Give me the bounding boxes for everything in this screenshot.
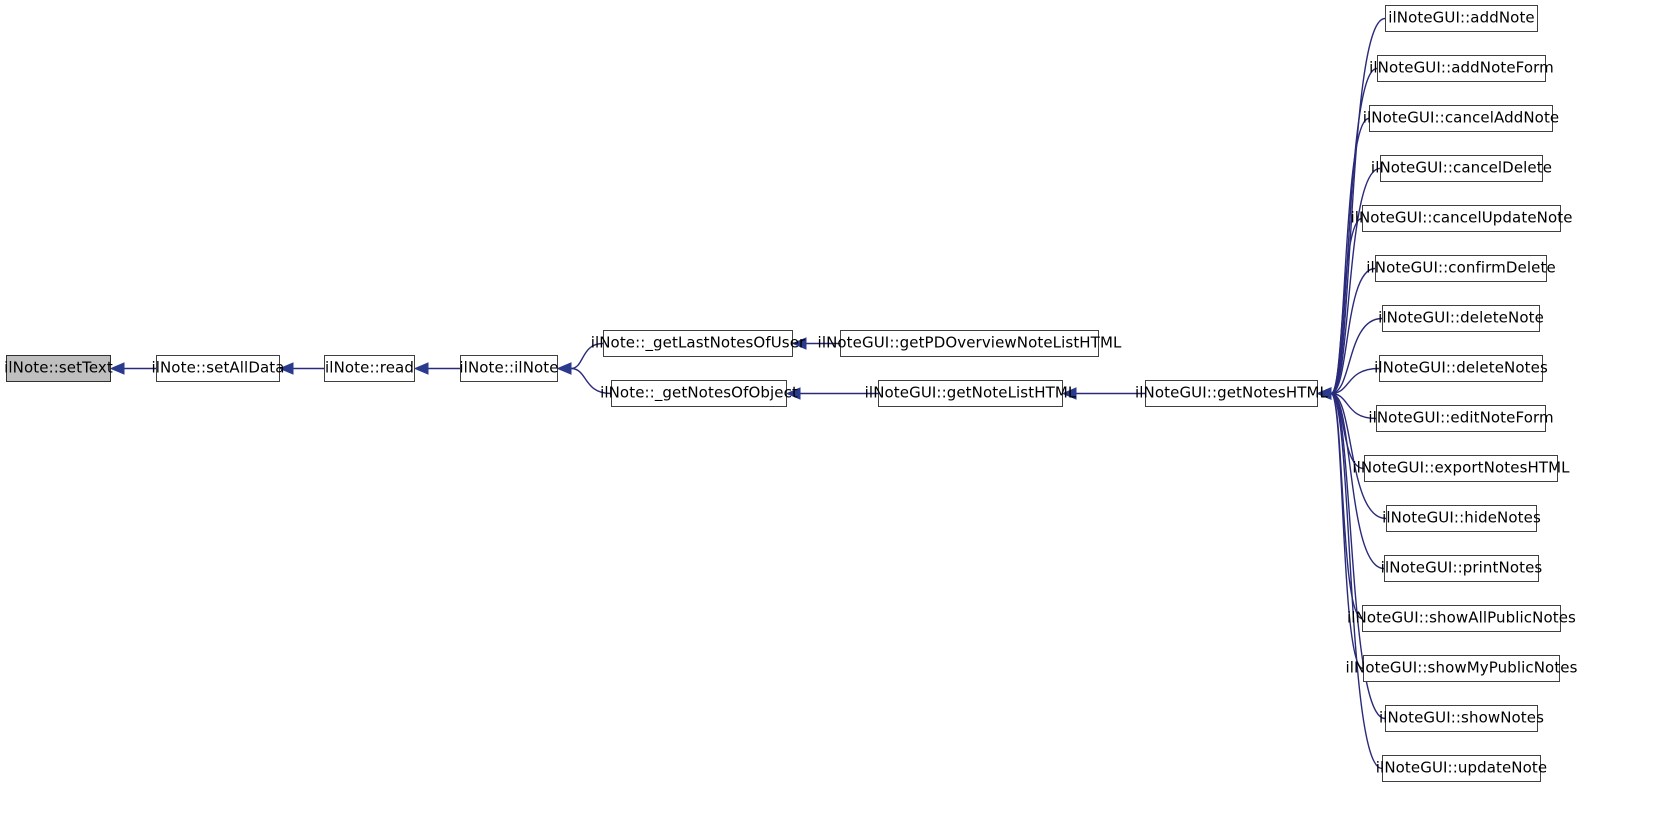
graph-node-label: ilNoteGUI::cancelDelete <box>1370 158 1553 177</box>
graph-node-label: ilNoteGUI::showNotes <box>1378 708 1545 727</box>
graph-node-label: ilNoteGUI::showMyPublicNotes <box>1345 658 1578 677</box>
graph-node-label: ilNote::read <box>325 358 414 377</box>
graph-node-exportNotesHTML[interactable]: ilNoteGUI::exportNotesHTML <box>1352 455 1570 482</box>
graph-node-addNoteForm[interactable]: ilNoteGUI::addNoteForm <box>1369 55 1554 82</box>
graph-node-showAllPublicNotes[interactable]: ilNoteGUI::showAllPublicNotes <box>1347 605 1576 632</box>
graph-node-addNote[interactable]: ilNoteGUI::addNote <box>1385 5 1538 32</box>
graph-node-label: ilNoteGUI::showAllPublicNotes <box>1347 608 1576 627</box>
graph-node-hideNotes[interactable]: ilNoteGUI::hideNotes <box>1382 505 1541 532</box>
graph-node-read[interactable]: ilNote::read <box>324 355 415 382</box>
graph-node-showNotes[interactable]: ilNoteGUI::showNotes <box>1379 705 1544 732</box>
graph-node-label: ilNote::_getLastNotesOfUser <box>590 333 806 352</box>
graph-node-label: ilNoteGUI::printNotes <box>1380 558 1543 577</box>
graph-node-label: ilNoteGUI::deleteNotes <box>1374 358 1548 377</box>
graph-node-setText[interactable]: ilNote::setText <box>4 355 113 382</box>
graph-node-label: ilNoteGUI::hideNotes <box>1382 508 1541 527</box>
graph-node-getPDOverviewNoteListHTML[interactable]: ilNoteGUI::getPDOverviewNoteListHTML <box>818 330 1121 357</box>
graph-node-label: ilNoteGUI::updateNote <box>1375 758 1548 777</box>
graph-node-label: ilNoteGUI::addNote <box>1388 8 1535 27</box>
graph-node-getNotesHTML[interactable]: ilNoteGUI::getNotesHTML <box>1135 380 1328 407</box>
graph-node-cancelDelete[interactable]: ilNoteGUI::cancelDelete <box>1371 155 1552 182</box>
graph-node-getNotesOfObject[interactable]: ilNote::_getNotesOfObject <box>600 380 798 407</box>
graph-node-getLastNotesOfUser[interactable]: ilNote::_getLastNotesOfUser <box>591 330 805 357</box>
graph-node-editNoteForm[interactable]: ilNoteGUI::editNoteForm <box>1368 405 1554 432</box>
graph-node-label: ilNoteGUI::cancelAddNote <box>1362 108 1560 127</box>
graph-node-deleteNotes[interactable]: ilNoteGUI::deleteNotes <box>1374 355 1548 382</box>
graph-node-label: ilNoteGUI::confirmDelete <box>1366 258 1556 277</box>
graph-node-showMyPublicNotes[interactable]: ilNoteGUI::showMyPublicNotes <box>1345 655 1577 682</box>
graph-node-label: ilNoteGUI::exportNotesHTML <box>1352 458 1570 477</box>
graph-edge-showAllPublicNotes-to-getNotesHTML <box>1316 387 1363 620</box>
graph-node-updateNote[interactable]: ilNoteGUI::updateNote <box>1376 755 1547 782</box>
graph-edge-confirmDelete-to-getNotesHTML <box>1316 267 1376 400</box>
graph-node-label: ilNoteGUI::deleteNote <box>1378 308 1544 327</box>
graph-node-label: ilNote::setText <box>4 358 113 377</box>
graph-node-ilNote[interactable]: ilNote::ilNote <box>459 355 559 382</box>
graph-node-getNoteListHTML[interactable]: ilNoteGUI::getNoteListHTML <box>865 380 1076 407</box>
graph-node-confirmDelete[interactable]: ilNoteGUI::confirmDelete <box>1366 255 1556 282</box>
graph-node-deleteNote[interactable]: ilNoteGUI::deleteNote <box>1378 305 1544 332</box>
graph-node-label: ilNoteGUI::cancelUpdateNote <box>1350 208 1573 227</box>
graph-node-setAllData[interactable]: ilNote::setAllData <box>151 355 284 382</box>
graph-node-label: ilNoteGUI::addNoteForm <box>1369 58 1554 77</box>
graph-node-label: ilNote::_getNotesOfObject <box>600 383 798 402</box>
graph-edge-cancelAddNote-to-getNotesHTML <box>1316 117 1370 400</box>
graph-node-printNotes[interactable]: ilNoteGUI::printNotes <box>1381 555 1542 582</box>
graph-node-label: ilNote::setAllData <box>151 358 285 377</box>
graph-edge-cancelUpdateNote-to-getNotesHTML <box>1316 217 1363 400</box>
graph-node-label: ilNoteGUI::getNotesHTML <box>1135 383 1328 402</box>
graph-node-label: ilNoteGUI::getNoteListHTML <box>864 383 1077 402</box>
graph-node-cancelUpdateNote[interactable]: ilNoteGUI::cancelUpdateNote <box>1350 205 1572 232</box>
graph-node-label: ilNoteGUI::editNoteForm <box>1368 408 1554 427</box>
graph-node-label: ilNoteGUI::getPDOverviewNoteListHTML <box>817 333 1122 352</box>
graph-node-cancelAddNote[interactable]: ilNoteGUI::cancelAddNote <box>1363 105 1559 132</box>
graph-node-label: ilNote::ilNote <box>459 358 559 377</box>
